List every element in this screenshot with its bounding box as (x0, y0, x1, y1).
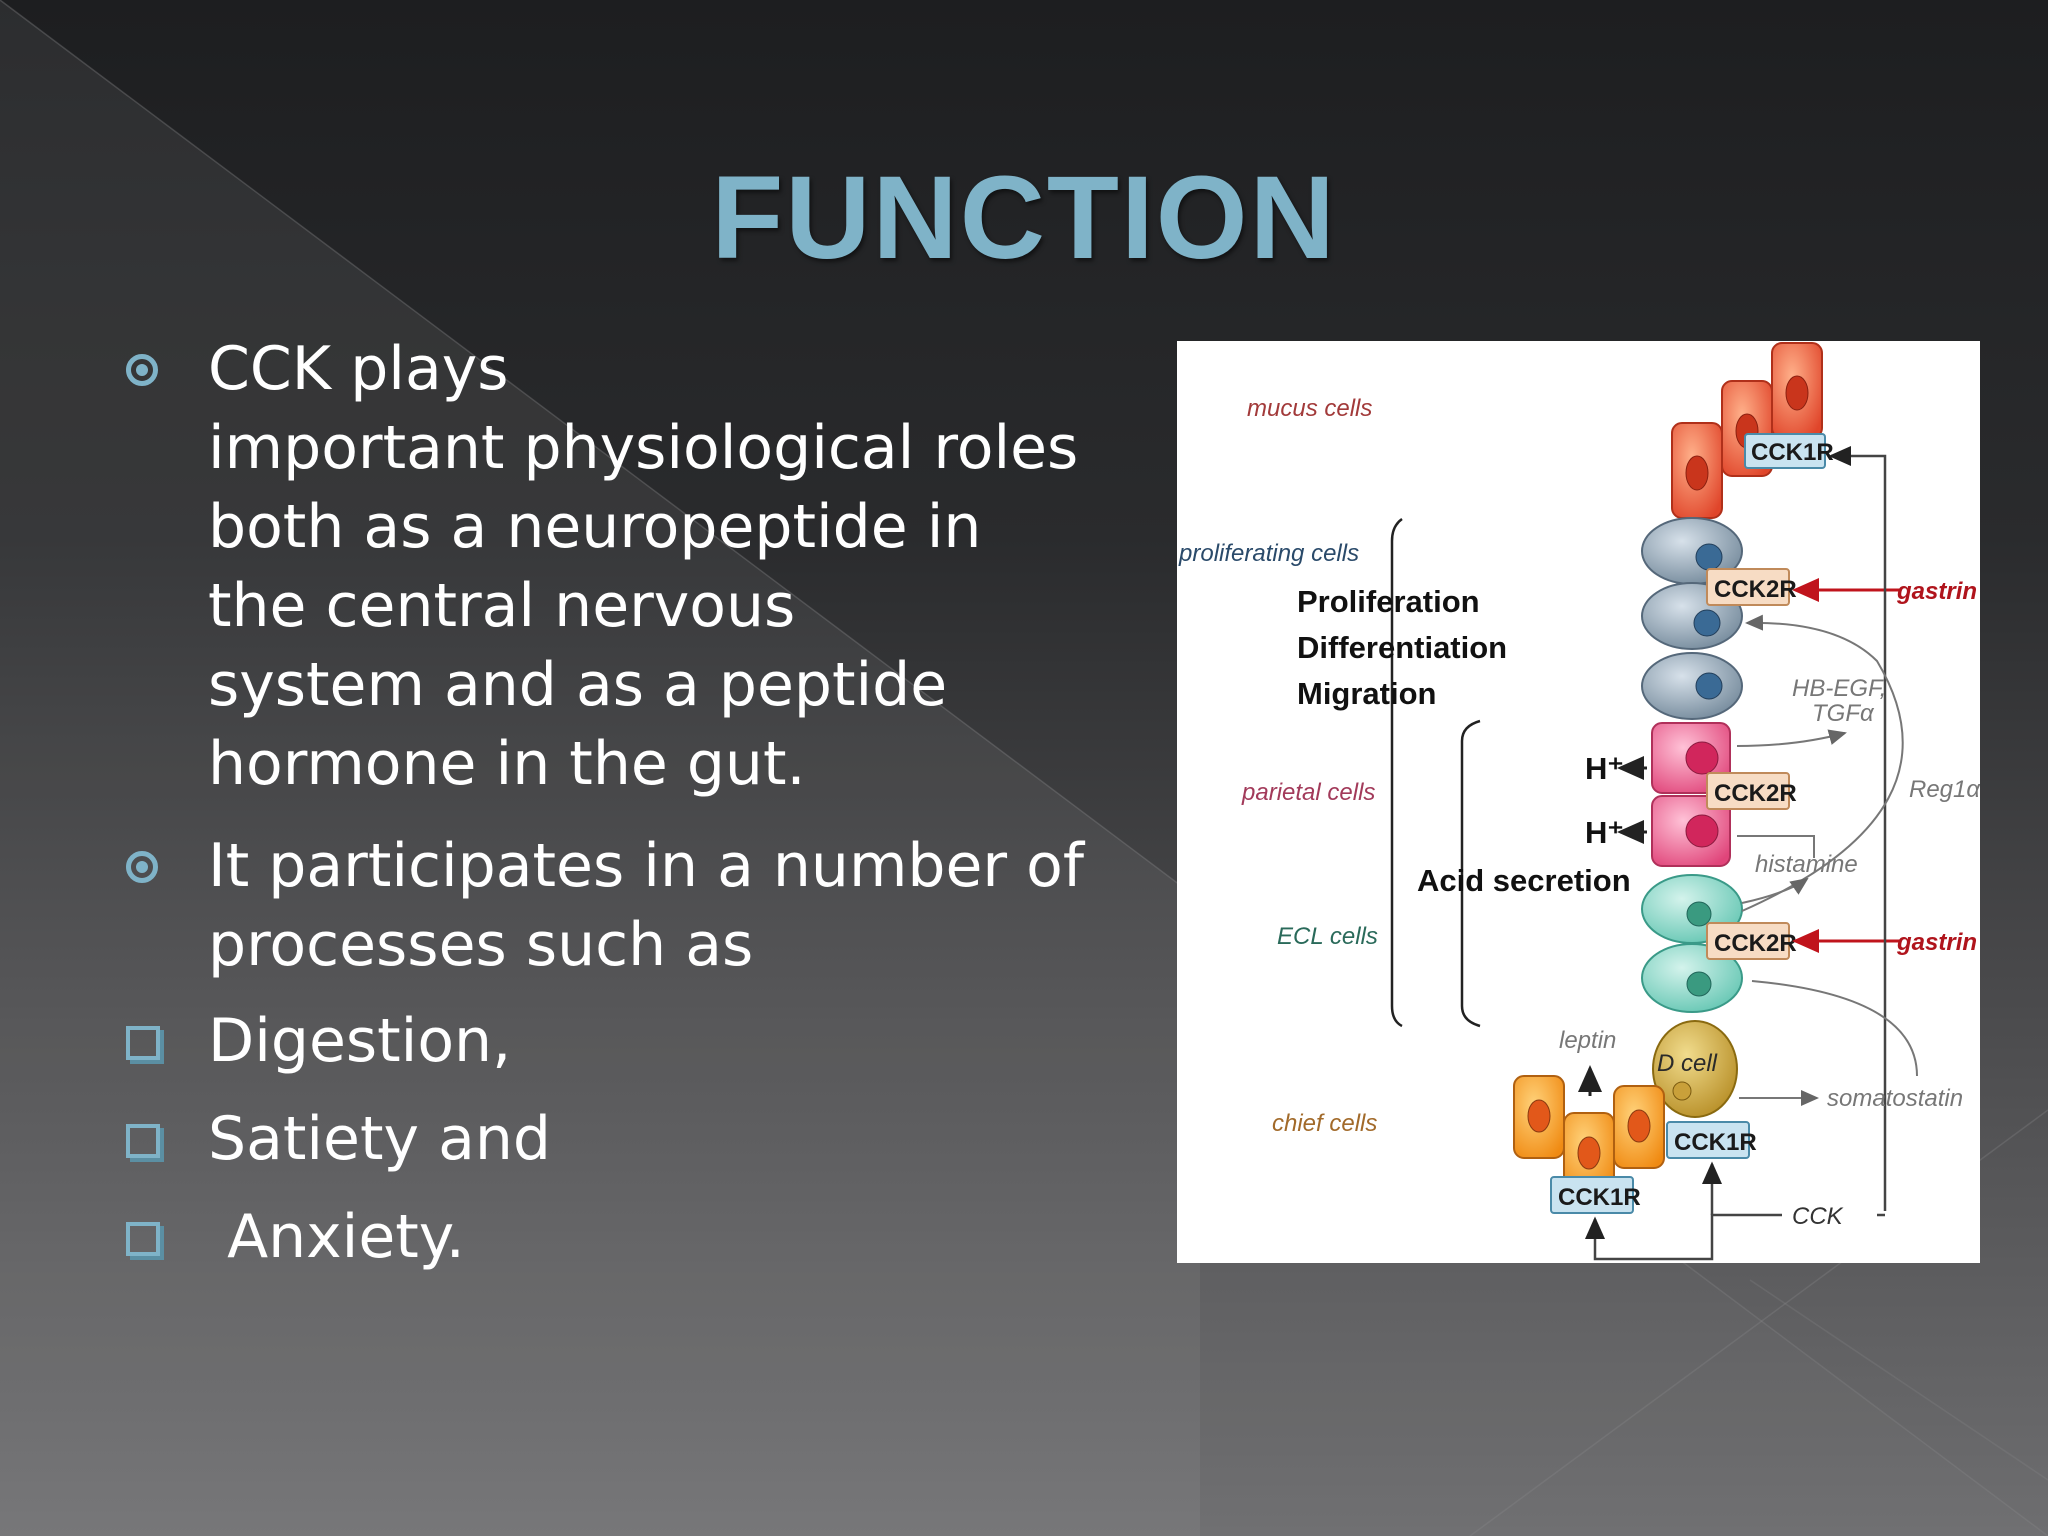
histamine-line (1737, 835, 1815, 858)
circle-bullet-icon (126, 851, 158, 883)
chief-nucleus (1627, 1109, 1651, 1143)
signal-h-plus: H⁺ (1585, 815, 1624, 850)
mucus-nucleus (1685, 455, 1709, 491)
cck-pathway-line (1585, 1213, 1782, 1261)
cck-pathway-line (1828, 446, 1887, 1211)
process-acid-secretion: Acid secretion (1417, 863, 1631, 898)
histamine-arrow (1741, 877, 1809, 904)
ecl-nucleus (1686, 971, 1712, 997)
growth-factor-arrow (1736, 729, 1847, 747)
process-migration: Migration (1297, 676, 1437, 711)
bullet-line: CCK plays (208, 334, 509, 404)
parietal-nucleus (1685, 814, 1719, 848)
signal-gastrin: gastrin (1896, 578, 1977, 605)
proliferating-nucleus (1695, 543, 1723, 571)
proliferating-nucleus (1693, 609, 1721, 637)
ecl-nucleus (1686, 901, 1712, 927)
square-bullet-icon (126, 1124, 160, 1158)
process-proliferation: Proliferation (1297, 584, 1480, 619)
bullet-line: both as a neuropeptide in (208, 492, 982, 562)
bullet-line: processes such as (208, 910, 754, 980)
diagram-svg: mucus cells proliferating cells parietal… (1178, 342, 1981, 1261)
reg1a-arrow (1741, 614, 1904, 912)
d-cell-nucleus (1672, 1081, 1692, 1101)
square-bullet-icon (126, 1026, 160, 1060)
bullet-line: the central nervous (208, 571, 796, 641)
process-differentiation: Differentiation (1297, 630, 1507, 665)
receptor-cck1r: CCK1R (1674, 1129, 1757, 1156)
signal-reg1a: Reg1α (1909, 776, 1980, 803)
signal-leptin: leptin (1559, 1027, 1616, 1054)
somatostatin-feedback (1751, 980, 1918, 1077)
bullet-line: hormone in the gut. (208, 729, 806, 799)
receptor-cck1r: CCK1R (1751, 439, 1834, 466)
receptor-box (1550, 1176, 1634, 1214)
signal-somatostatin: somatostatin (1827, 1085, 1963, 1112)
receptor-box (1706, 772, 1790, 810)
cck-gastric-cells-diagram: mucus cells proliferating cells parietal… (1177, 341, 1981, 1263)
signal-tgfa: TGFα (1812, 700, 1875, 727)
receptor-box (1706, 922, 1790, 960)
bullet-line: It participates in a number of (208, 831, 1084, 901)
parietal-nucleus (1685, 741, 1719, 775)
chief-nucleus (1577, 1136, 1601, 1170)
label-chief-cells: chief cells (1272, 1110, 1377, 1137)
signal-h-plus: H⁺ (1585, 751, 1624, 786)
receptor-box (1706, 568, 1790, 606)
label-proliferating-cells: proliferating cells (1178, 540, 1359, 567)
d-cell-label: D cell (1657, 1050, 1718, 1077)
signal-hbegf: HB-EGF, (1792, 675, 1886, 702)
slide-title: FUNCTION (711, 152, 1337, 284)
receptor-box (1666, 1121, 1750, 1159)
chief-nucleus (1527, 1099, 1551, 1133)
bullet-line: important physiological roles (208, 413, 1079, 483)
circle-bullet-icon (126, 354, 158, 386)
signal-gastrin: gastrin (1896, 929, 1977, 956)
bullet-line: Satiety and (208, 1104, 551, 1174)
label-mucus-cells: mucus cells (1247, 395, 1372, 422)
receptor-cck2r: CCK2R (1714, 930, 1797, 957)
bullet-line: Digestion, (208, 1006, 512, 1076)
label-parietal-cells: parietal cells (1241, 779, 1375, 806)
bullet-line: Anxiety. (208, 1202, 465, 1272)
receptor-cck1r: CCK1R (1558, 1184, 1641, 1211)
brace-acid (1460, 719, 1481, 1028)
mucus-nucleus (1785, 375, 1809, 411)
proliferating-nucleus (1695, 672, 1723, 700)
receptor-cck2r: CCK2R (1714, 780, 1797, 807)
proliferating-cell (1641, 652, 1743, 720)
label-ecl-cells: ECL cells (1277, 923, 1378, 950)
brace-proliferation (1390, 517, 1403, 1028)
receptor-cck2r: CCK2R (1714, 576, 1797, 603)
receptor-box (1744, 433, 1826, 469)
signal-histamine: histamine (1755, 851, 1858, 878)
signal-cck: CCK (1792, 1203, 1844, 1230)
square-bullet-icon (126, 1222, 160, 1256)
bullet-line: system and as a peptide (208, 650, 948, 720)
